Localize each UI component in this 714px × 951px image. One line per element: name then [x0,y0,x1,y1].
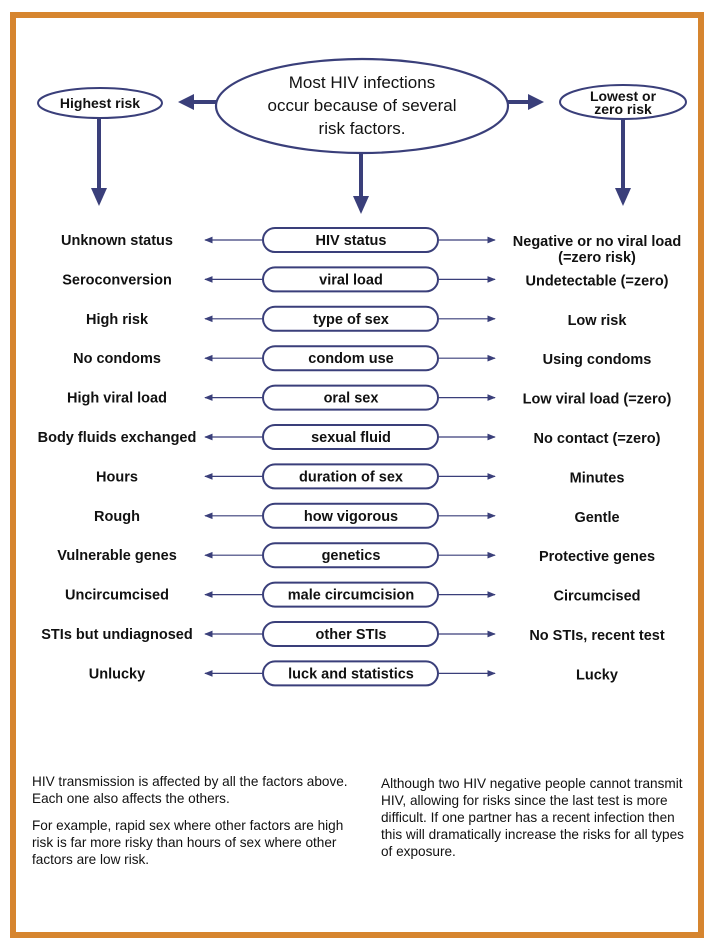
factor-label: type of sex [313,312,389,328]
low-risk-value: No STIs, recent test [529,628,665,644]
factor-label: viral load [319,272,383,288]
factor-pill [262,424,439,450]
note-left-paragraph-2: For example, rapid sex where other facto… [32,818,344,867]
factor-pill [262,542,439,569]
low-risk-value: Protective genes [539,549,655,565]
factor-row: Body fluids exchanged sexual fluid No cont… [38,424,661,450]
factor-rows: Unknown status HIV status Negative or no v… [38,227,681,687]
arrow-to-lowest [508,94,544,110]
factor-pill [262,227,439,253]
high-risk-value: High viral load [67,391,167,407]
factor-pill [262,660,439,687]
high-risk-value: Body fluids exchanged [38,430,197,446]
factor-pill [262,621,439,647]
factor-label: how vigorous [304,509,398,525]
low-risk-value: Minutes [570,470,625,486]
factor-row: Vulnerable genes genetics Protective genes [57,542,655,569]
arrow-to-highest [178,94,216,110]
factor-row: Unknown status HIV status Negative or no v… [61,227,681,266]
highest-risk-label: Highest risk [60,95,140,111]
factor-pill [262,305,439,332]
factor-row: STIs but undiagnosed other STIs No STIs, r… [41,621,665,647]
low-risk-value: Using condoms [543,352,652,368]
factor-row: Unlucky luck and statistics Lucky [89,660,618,687]
low-risk-value: Negative or no viral load [513,234,681,250]
factor-row: Rough how vigorous Gentle [94,502,620,529]
high-risk-value: Rough [94,509,140,525]
factor-pill [262,502,439,529]
note-right-paragraph-1: Although two HIV negative people cannot … [381,776,684,859]
low-risk-value: No contact (=zero) [534,431,661,447]
low-risk-value: Undetectable (=zero) [525,273,668,289]
factor-pill [262,581,439,608]
high-risk-value: Unknown status [61,233,173,249]
factor-row: High risk type of sex Low risk [86,305,628,332]
factor-label: oral sex [324,391,379,407]
lowest-risk-label-line-2: zero risk [594,101,652,117]
arrow-down-center [353,153,369,214]
high-risk-value: High risk [86,312,149,328]
high-risk-value: Uncircumcised [65,588,169,604]
high-risk-value: No condoms [73,351,161,367]
factor-label: HIV status [316,233,387,249]
center-title-line-3: risk factors. [319,119,406,138]
factor-pill [262,384,439,411]
note-left-paragraph-1: HIV transmission is affected by all the … [32,774,348,806]
factor-pill [262,266,439,293]
center-title-line-1: Most HIV infections [289,73,435,92]
factor-row: No condoms condom use Using condoms [73,345,652,372]
factor-label: other STIs [316,627,387,643]
factor-row: High viral load oral sex Low viral load (=… [67,384,672,411]
factor-label: genetics [322,548,381,564]
factor-label: male circumcision [288,588,415,604]
high-risk-value: Seroconversion [62,272,172,288]
high-risk-value: Vulnerable genes [57,548,177,564]
factor-label: luck and statistics [288,666,414,682]
lowest-risk-label-line-1: Lowest or [590,88,657,104]
high-risk-value: Unlucky [89,666,145,682]
low-risk-value: (=zero risk) [558,250,636,266]
low-risk-value: Gentle [574,510,619,526]
note-right: Although two HIV negative people cannot … [381,775,685,870]
low-risk-value: Lucky [576,667,618,683]
factor-pill [262,345,439,372]
factor-pill [262,463,439,490]
high-risk-value: Hours [96,469,138,485]
low-risk-value: Circumcised [553,589,640,605]
arrow-down-right [615,119,631,206]
highest-risk-ellipse [37,87,163,119]
factor-row: Seroconversion viral load Undetectable (=z… [62,266,669,293]
center-title-line-2: occur because of several [268,96,457,115]
factor-label: condom use [308,351,393,367]
low-risk-value: Low viral load (=zero) [523,392,672,408]
factor-row: Uncircumcised male circumcision Circumcise… [65,581,641,608]
note-left: HIV transmission is affected by all the … [32,773,350,878]
factor-row: Hours duration of sex Minutes [96,463,625,490]
factor-label: sexual fluid [311,430,391,446]
high-risk-value: STIs but undiagnosed [41,627,192,643]
factor-label: duration of sex [299,469,403,485]
arrow-down-left [91,119,107,206]
low-risk-value: Low risk [568,313,628,329]
